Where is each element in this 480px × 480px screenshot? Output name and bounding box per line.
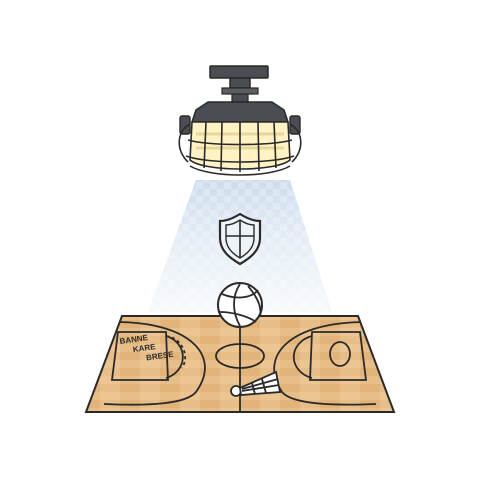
basketball-court-icon — [84, 315, 396, 413]
shield-icon — [218, 212, 262, 266]
court-label-line2: KARE — [132, 342, 156, 354]
volleyball-icon — [217, 282, 263, 328]
court-label-line3: BRESE — [146, 350, 175, 363]
shuttlecock-icon — [230, 370, 282, 397]
court-label-line1: BANNE — [119, 333, 149, 346]
court-wall-label: BANNE KARE BRESE — [119, 333, 175, 363]
light-fixture-icon — [178, 65, 302, 176]
